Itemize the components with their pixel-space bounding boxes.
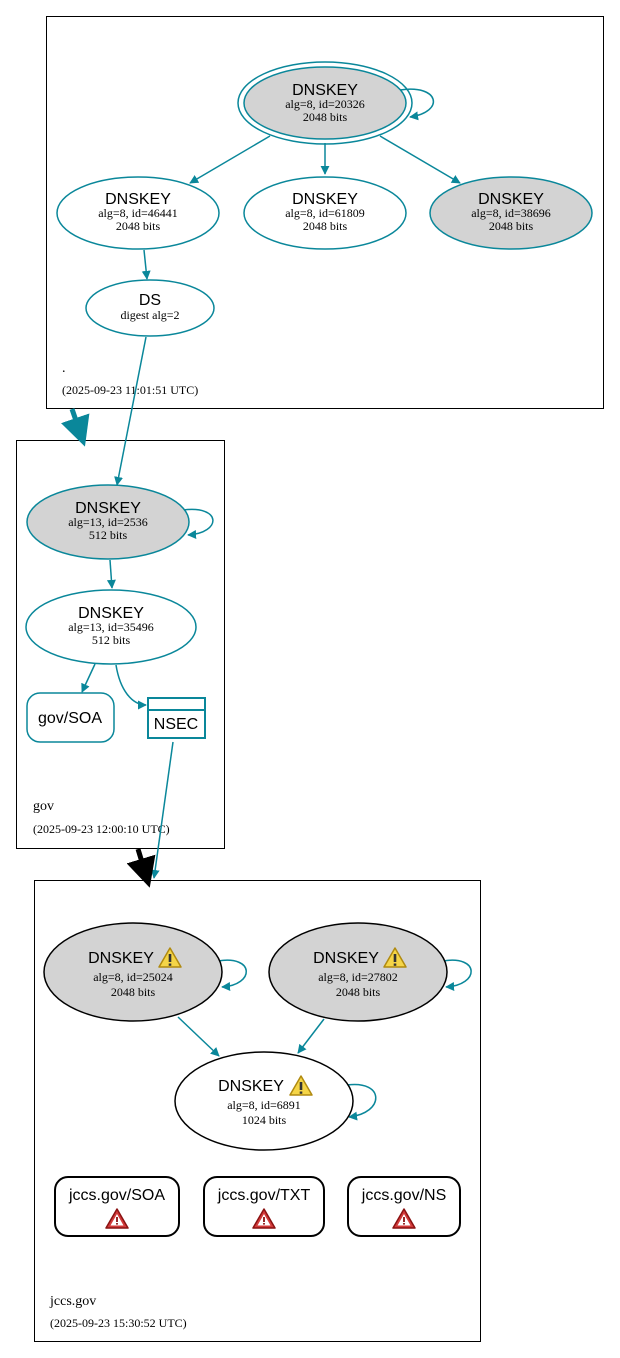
edge-root-zsk1-ds xyxy=(141,249,151,280)
node-gov-ksk[interactable]: DNSKEY alg=13, id=2536 512 bits xyxy=(26,484,190,560)
node-root-zsk1-title: DNSKEY xyxy=(105,191,171,208)
node-jccs-soa[interactable]: jccs.gov/SOA xyxy=(54,1176,180,1237)
node-root-ksk-title: DNSKEY xyxy=(292,82,358,99)
node-root-ds[interactable]: DS digest alg=2 xyxy=(85,279,215,337)
node-jccs-ksk2-title: DNSKEY xyxy=(313,950,379,967)
zone-gov-name: gov xyxy=(33,799,54,814)
node-jccs-zsk-line2: 1024 bits xyxy=(242,1113,287,1127)
node-gov-nsec-title: NSEC xyxy=(154,716,198,733)
node-root-ksk-line2: 2048 bits xyxy=(303,110,348,124)
node-gov-ksk-line2: 512 bits xyxy=(89,528,128,542)
edge-root-ksk-zsk1 xyxy=(189,135,271,184)
edge-gov-zsk-nsec xyxy=(115,664,147,710)
edge-gov-ksk-zsk xyxy=(106,559,116,589)
node-gov-soa-title: gov/SOA xyxy=(38,710,102,727)
edge-jccs-ksk2-self xyxy=(442,959,472,992)
zone-root-box xyxy=(46,16,604,409)
node-jccs-ksk2-line1: alg=8, id=27802 xyxy=(318,970,398,984)
node-jccs-zsk-title: DNSKEY xyxy=(218,1078,284,1095)
zone-root-name: . xyxy=(62,361,66,376)
node-root-ksk[interactable]: DNSKEY alg=8, id=20326 2048 bits xyxy=(237,61,413,145)
zone-gov-box xyxy=(16,440,225,849)
node-root-zsk1-line1: alg=8, id=46441 xyxy=(98,206,178,220)
node-gov-ksk-title: DNSKEY xyxy=(75,500,141,517)
node-root-zsk3[interactable]: DNSKEY alg=8, id=38696 2048 bits xyxy=(429,176,593,250)
node-jccs-ksk2-line2: 2048 bits xyxy=(336,985,381,999)
zone-jccs-name: jccs.gov xyxy=(49,1294,96,1309)
node-gov-soa[interactable]: gov/SOA xyxy=(26,692,115,743)
node-jccs-zsk[interactable]: DNSKEY alg=8, id=6891 1024 bits xyxy=(174,1051,354,1151)
node-root-zsk2-line1: alg=8, id=61809 xyxy=(285,206,365,220)
node-jccs-ksk1-line1: alg=8, id=25024 xyxy=(93,970,173,984)
node-gov-ksk-line1: alg=13, id=2536 xyxy=(68,515,148,529)
edge-root-ksk-zsk3 xyxy=(379,135,461,184)
edge-ds-gov-ksk xyxy=(114,336,147,486)
node-jccs-ns-title: jccs.gov/NS xyxy=(361,1187,446,1204)
edge-gov-zsk-soa xyxy=(81,663,96,693)
node-root-ds-line1: digest alg=2 xyxy=(120,308,179,322)
node-jccs-ksk2[interactable]: DNSKEY alg=8, id=27802 2048 bits xyxy=(268,922,448,1022)
node-jccs-txt[interactable]: jccs.gov/TXT xyxy=(203,1176,325,1237)
node-root-zsk3-line1: alg=8, id=38696 xyxy=(471,206,551,220)
node-jccs-txt-title: jccs.gov/TXT xyxy=(217,1187,311,1204)
zone-jccs-timestamp: (2025-09-23 15:30:52 UTC) xyxy=(50,1316,187,1330)
node-jccs-zsk-line1: alg=8, id=6891 xyxy=(227,1098,301,1112)
zone-gov-timestamp: (2025-09-23 12:00:10 UTC) xyxy=(33,822,170,836)
edge-jccs-ksk1-zsk xyxy=(177,1016,220,1057)
node-root-zsk1-line2: 2048 bits xyxy=(116,219,161,233)
node-root-zsk3-title: DNSKEY xyxy=(478,191,544,208)
node-root-zsk2-line2: 2048 bits xyxy=(303,219,348,233)
node-gov-zsk-title: DNSKEY xyxy=(78,605,144,622)
edge-delegation-gov-jccs xyxy=(126,848,156,888)
node-jccs-ksk1-line2: 2048 bits xyxy=(111,985,156,999)
zone-jccs-box xyxy=(34,880,481,1342)
edge-nsec-jccs xyxy=(150,741,174,879)
node-root-zsk1[interactable]: DNSKEY alg=8, id=46441 2048 bits xyxy=(56,176,220,250)
node-jccs-soa-title: jccs.gov/SOA xyxy=(68,1187,165,1204)
edge-jccs-ksk2-zsk xyxy=(297,1018,325,1054)
node-root-zsk2[interactable]: DNSKEY alg=8, id=61809 2048 bits xyxy=(243,176,407,250)
edge-delegation-root-gov xyxy=(61,408,90,447)
node-jccs-ns[interactable]: jccs.gov/NS xyxy=(347,1176,461,1237)
node-jccs-ksk1[interactable]: DNSKEY alg=8, id=25024 2048 bits xyxy=(43,922,223,1022)
edge-jccs-zsk-self xyxy=(346,1083,377,1121)
edge-root-ksk-self xyxy=(399,88,435,121)
node-root-zsk2-title: DNSKEY xyxy=(292,191,358,208)
node-gov-zsk-line2: 512 bits xyxy=(92,633,131,647)
edge-gov-ksk-self xyxy=(182,508,214,540)
node-gov-zsk-line1: alg=13, id=35496 xyxy=(68,620,154,634)
node-gov-nsec[interactable]: NSEC xyxy=(147,697,206,739)
edge-jccs-ksk1-self xyxy=(217,959,247,991)
node-gov-zsk[interactable]: DNSKEY alg=13, id=35496 512 bits xyxy=(25,589,197,665)
node-root-ksk-line1: alg=8, id=20326 xyxy=(285,97,365,111)
zone-root-timestamp: (2025-09-23 11:01:51 UTC) xyxy=(62,383,198,397)
node-jccs-ksk1-title: DNSKEY xyxy=(88,950,154,967)
node-root-zsk3-line2: 2048 bits xyxy=(489,219,534,233)
node-root-ds-title: DS xyxy=(139,292,161,309)
